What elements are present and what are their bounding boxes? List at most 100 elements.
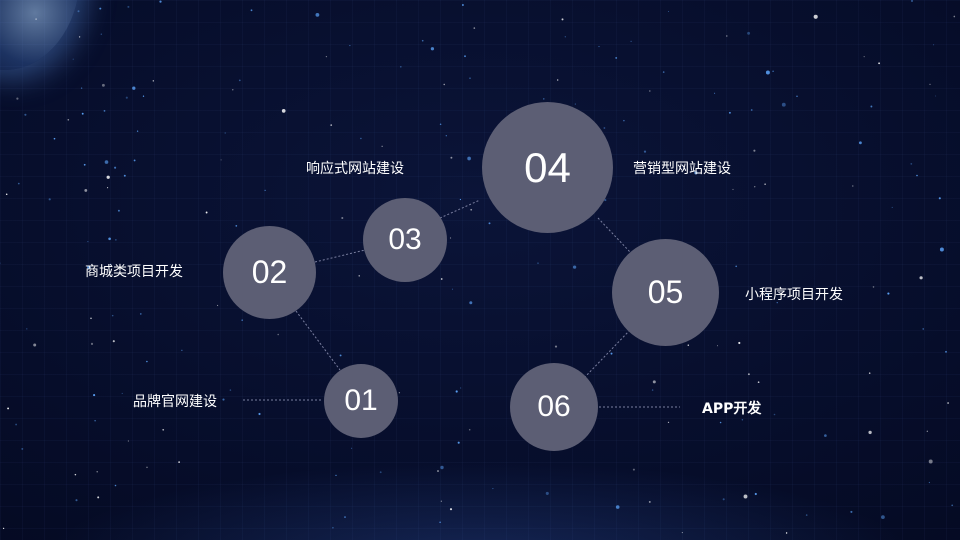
node-05[interactable]: 05 [612, 239, 719, 346]
star [735, 265, 738, 268]
star [445, 135, 447, 137]
star [557, 79, 559, 81]
star [220, 159, 222, 161]
star [738, 341, 741, 345]
star [35, 18, 37, 20]
star [121, 392, 123, 394]
star [919, 276, 923, 280]
star [460, 387, 462, 389]
star [947, 402, 950, 404]
star [127, 5, 130, 8]
star [335, 474, 337, 477]
star [101, 83, 105, 87]
star [714, 92, 716, 94]
star [421, 39, 424, 42]
star [891, 206, 893, 208]
star [78, 36, 81, 38]
star [162, 428, 165, 431]
star [339, 354, 342, 357]
star [722, 498, 725, 501]
node-05-number: 05 [647, 274, 684, 310]
star [652, 380, 656, 384]
star [344, 516, 346, 519]
star [754, 492, 757, 496]
node-06-number: 06 [537, 390, 571, 423]
star [106, 175, 110, 179]
star [630, 40, 632, 43]
star [114, 484, 117, 487]
star [543, 98, 545, 100]
star [648, 90, 651, 92]
star [277, 333, 279, 336]
star [870, 105, 873, 108]
star [99, 7, 102, 10]
star [152, 80, 154, 82]
node-06-label: APP开发 [702, 401, 762, 417]
star [437, 470, 439, 472]
star [115, 239, 117, 241]
star [754, 186, 756, 188]
star [852, 185, 854, 187]
node-06[interactable]: 06 [510, 363, 598, 451]
star [468, 428, 471, 431]
star [281, 109, 286, 113]
star [726, 35, 728, 37]
star [125, 96, 128, 99]
star [379, 471, 382, 474]
star [67, 118, 70, 121]
star [332, 526, 334, 529]
star [765, 70, 770, 75]
star [887, 292, 890, 295]
star [146, 360, 148, 363]
node-02[interactable]: 02 [223, 226, 316, 319]
star [0, 262, 1, 264]
star [459, 198, 462, 201]
star [926, 430, 928, 432]
star [632, 468, 635, 471]
star [48, 198, 51, 201]
star [90, 342, 94, 345]
star [440, 278, 443, 280]
star [850, 510, 853, 513]
star [159, 0, 162, 3]
star [545, 491, 549, 495]
star [97, 496, 100, 499]
star [469, 77, 471, 79]
star [457, 441, 460, 444]
star [928, 459, 933, 464]
star [72, 58, 74, 60]
star [451, 288, 454, 290]
star [133, 405, 135, 407]
star [773, 413, 776, 416]
node-04[interactable]: 04 [482, 102, 613, 233]
star [341, 216, 344, 220]
star [910, 163, 913, 165]
star [455, 390, 458, 393]
star [881, 515, 885, 519]
star [824, 434, 827, 437]
star [603, 127, 606, 129]
star [667, 10, 670, 13]
star [554, 345, 558, 348]
node-04-label: 营销型网站建设 [633, 161, 731, 177]
star [114, 166, 117, 169]
star [781, 102, 786, 107]
star [5, 193, 8, 196]
node-01[interactable]: 01 [324, 364, 398, 438]
node-01-number: 01 [344, 384, 378, 417]
star [232, 89, 234, 91]
node-03[interactable]: 03 [363, 198, 447, 282]
star [87, 241, 89, 243]
star [561, 18, 564, 21]
star [127, 440, 129, 442]
star [235, 225, 238, 227]
node-04-number: 04 [524, 143, 571, 191]
star [719, 421, 722, 424]
star [96, 471, 98, 473]
star [349, 45, 351, 47]
star [439, 123, 442, 125]
star [467, 156, 471, 161]
star [224, 132, 226, 134]
star [53, 137, 56, 140]
